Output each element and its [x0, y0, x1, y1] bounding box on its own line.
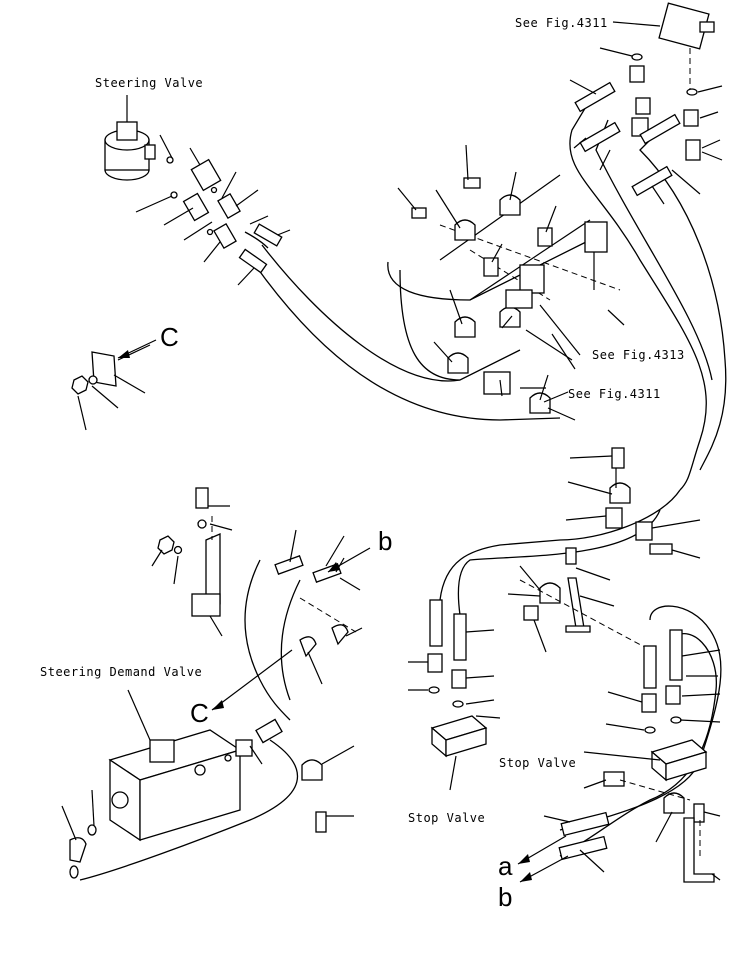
stop-valve-left-part — [408, 547, 651, 791]
stop-valve-right-part — [543, 605, 722, 883]
callout-b-top: b — [378, 526, 393, 556]
steering-valve-fittings — [135, 134, 291, 286]
top-right-valve-block — [599, 2, 723, 161]
mid-vertical-hose — [439, 447, 701, 616]
steering-valve-part — [104, 95, 156, 181]
stop-valve-left-label: Stop Valve — [408, 811, 486, 825]
steering-demand-valve-part — [108, 689, 242, 842]
steering-valve-label: Steering Valve — [95, 76, 204, 90]
stop-valve-right-label: Stop Valve — [499, 756, 577, 770]
center-clamps — [387, 144, 625, 421]
callout-c-bottom: C — [190, 698, 209, 728]
see-fig-4313-label: See Fig.4313 — [592, 348, 685, 362]
callout-b-bottom: b — [498, 882, 513, 912]
see-fig-4311-mid-label: See Fig.4311 — [568, 387, 661, 401]
steering-demand-valve-label: Steering Demand Valve — [40, 665, 203, 679]
callout-a-bottom: a — [498, 851, 513, 881]
callout-c-top: C — [160, 322, 179, 352]
plate-c-part — [71, 344, 151, 431]
see-fig-4311-top-label: See Fig.4311 — [515, 16, 608, 30]
